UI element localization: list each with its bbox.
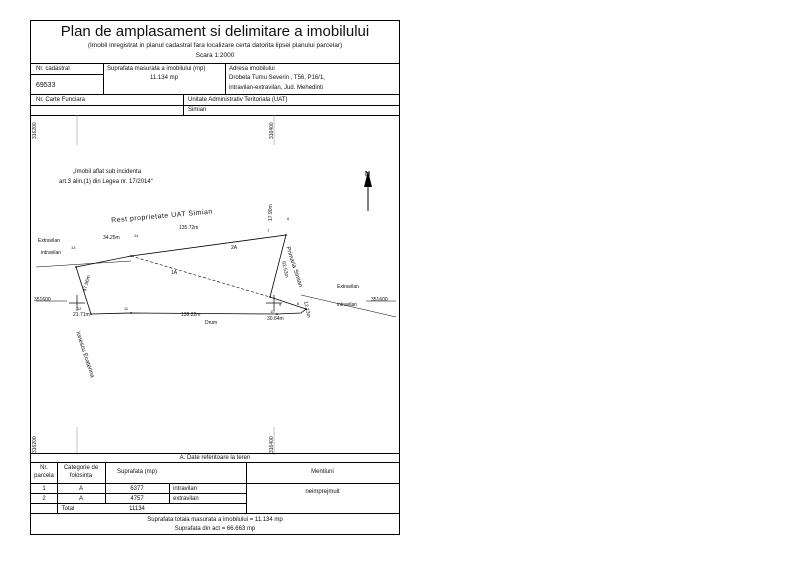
coord-top-right: 316400 [269,122,275,139]
drum-label: Drum [205,320,218,326]
point-10: 10 [270,309,275,314]
intravilan-left-label: intravilan [41,250,62,256]
parcel-division-line [130,255,271,298]
dim-d8: 21.71m [73,312,90,318]
coord-top-left: 316200 [32,122,38,139]
uat-value: Simian [188,107,207,113]
document-sheet: Plan de amplasament si delimitare a imob… [30,20,400,535]
point-9: 9 [279,302,282,307]
mentiune-value: neimprejmuit [305,489,340,495]
footer-total-area: Suprafata totala masurata a imobilului =… [147,517,283,523]
coord-y-right: 351600 [371,297,388,303]
intravilan-right-label: intravilan [337,302,358,308]
grid-cross-left [69,295,85,311]
document-subtitle: (Imobil inregistrat in planul cadastral … [87,42,343,49]
nr-cadastral-label: Nr. cadastral [36,66,70,72]
dim-d2: 135.72m [179,225,199,231]
point-14: 14 [134,233,139,238]
coord-bottom-right: 316400 [269,436,275,453]
point-13: 13 [71,245,76,250]
col-suprafata: Suprafata (mp) [116,469,158,475]
incidence-note-line1: „Imobil aflat sub incidenta [73,169,142,175]
dim-d6: 30.64m [267,316,284,322]
row1-supr: 6377 [130,486,144,492]
row1-zone: intravilan [173,486,198,492]
point-8: 8 [297,301,300,306]
scale-label: Scara 1:2000 [195,52,235,59]
document-title: Plan de amplasament si delimitare a imob… [60,23,370,40]
dim-d1: 34.25m [103,235,120,241]
extravilan-right-label: Extravilan [337,284,359,290]
col-nr-line2: parcela [34,473,54,479]
row2-zone: extravilan [173,496,199,502]
suprafata-label: Suprafata masurata a imobilului (mp) [107,66,206,72]
total-label: Total [61,506,75,512]
col-cat-line2: folosinta [69,473,93,479]
col-cat-line1: Categorie de [63,465,99,471]
row2-supr: 4757 [130,496,144,502]
plan-drawing [35,115,397,455]
total-value: 11134 [129,506,145,512]
dim-d3: 17.90m [268,204,274,221]
dim-d7: 138.22m [181,312,201,318]
col-mentiuni: Mentiuni [311,469,334,475]
north-label: N [365,171,371,178]
parcel-1-label: 1A [171,270,178,276]
point-11: 11 [124,306,129,311]
point-6: 6 [287,216,290,221]
row2-cat: A [78,496,83,502]
suprafata-value: 11.134 mp [150,75,178,81]
incidence-note-line2: art.3 alin.(1) din Legea nr. 17/2014“ [59,179,153,185]
adresa-line2: intravilan-extravilan, Jud. Mehedinti [229,85,324,91]
coord-y-left: 351600 [34,297,51,303]
nr-cadastral-value: 69533 [36,82,56,89]
grid-cross-right [266,295,282,311]
coord-bottom-left: 316200 [32,436,38,453]
parcel-2-label: 2A [231,245,238,251]
north-arrow-icon [364,171,372,211]
col-nr-line1: Nr. [40,465,48,471]
point-12: 12 [77,306,82,311]
point-7: 7 [267,228,270,233]
footer-act-area: Suprafata din act = 66.663 mp [174,526,256,532]
uat-label: Unitate Administrativ Teritoriala (UAT) [188,97,288,103]
adresa-line1: Drobeta Tumu Severin , T56, P16/1, [229,75,325,81]
row2-nr: 2 [42,496,46,502]
parcel-boundary [75,234,307,315]
carte-funciara-label: Nr. Carte Funciara [36,97,86,103]
section-a-title: A. Date referitoare la teren [179,455,251,461]
extravilan-left-label: Extravilan [38,238,60,244]
row1-cat: A [78,486,83,492]
adresa-label: Adresa imobilului [229,66,275,72]
row1-nr: 1 [42,486,46,492]
